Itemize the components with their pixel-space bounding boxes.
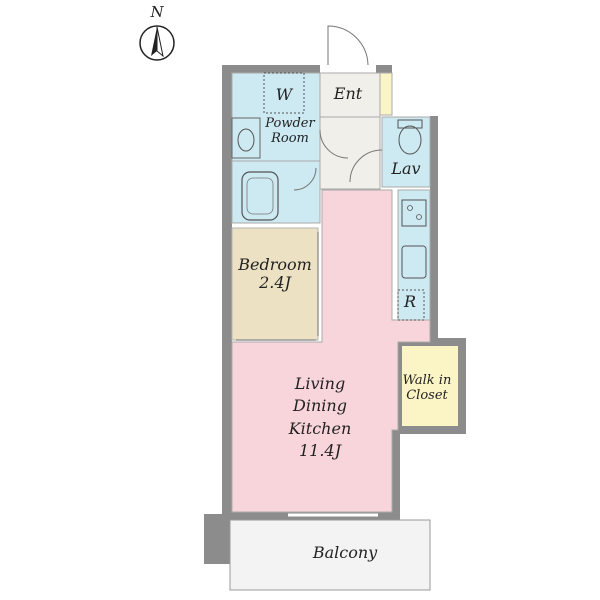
washer-space <box>263 72 305 114</box>
bedroom-area <box>231 227 319 341</box>
closet-line-1: Walk in <box>402 373 452 388</box>
balcony-label: Balcony <box>312 543 378 562</box>
w-label: W <box>275 85 293 104</box>
bathroom-area <box>231 160 321 224</box>
lav-area <box>381 116 431 188</box>
ldk-line-3: Kitchen <box>288 418 352 438</box>
burner-2 <box>416 214 422 220</box>
closet-line-2: Closet <box>406 387 448 403</box>
bathtub-inner <box>246 177 274 215</box>
north-wall-west <box>222 65 320 73</box>
toilet-icon <box>398 125 422 155</box>
bath-door-swing <box>293 167 317 191</box>
toilet-tank <box>397 119 423 129</box>
powder-room-line-2: Room <box>271 130 309 146</box>
r-label: R <box>403 292 417 311</box>
balcony-area <box>229 519 431 591</box>
ldk-line-2: Dining <box>293 396 347 416</box>
west-wall <box>222 65 232 515</box>
walk-in-closet-label: Walk in Closet <box>400 373 454 404</box>
north-wall-east <box>376 65 392 73</box>
ldk-line-1: Living <box>294 374 346 393</box>
ent-label: Ent <box>333 84 363 103</box>
ldk-label: Living Dining Kitchen 11.4J <box>272 373 368 463</box>
east-wall-upper <box>430 116 438 342</box>
compass-label: N <box>150 3 164 21</box>
fridge-space <box>397 289 425 321</box>
kitchen-sink-icon <box>401 245 427 279</box>
lav-label: Lav <box>391 159 421 178</box>
lav-door-swing <box>349 149 383 183</box>
kitchen-counter <box>397 189 431 321</box>
entry-door-swing <box>327 25 369 66</box>
shoe-cabinet <box>379 72 393 116</box>
stove-icon <box>401 199 427 227</box>
bedroom-name: Bedroom <box>238 255 312 274</box>
ldk-line-4: 11.4J <box>298 441 342 461</box>
closet-area <box>402 346 458 426</box>
bedroom-label: Bedroom 2.4J <box>232 255 318 293</box>
east-wall-lower <box>392 430 400 515</box>
powder-room-label: Powder Room <box>256 116 324 147</box>
powder-door-swing <box>319 129 349 159</box>
bedroom-size: 2.4J <box>259 273 291 293</box>
powder-room-line-1: Powder <box>265 116 315 131</box>
sink-icon <box>237 128 255 152</box>
compass-icon <box>139 25 175 61</box>
ldk-area <box>231 189 431 513</box>
burner-1 <box>407 205 413 211</box>
bathtub-icon <box>241 171 279 221</box>
